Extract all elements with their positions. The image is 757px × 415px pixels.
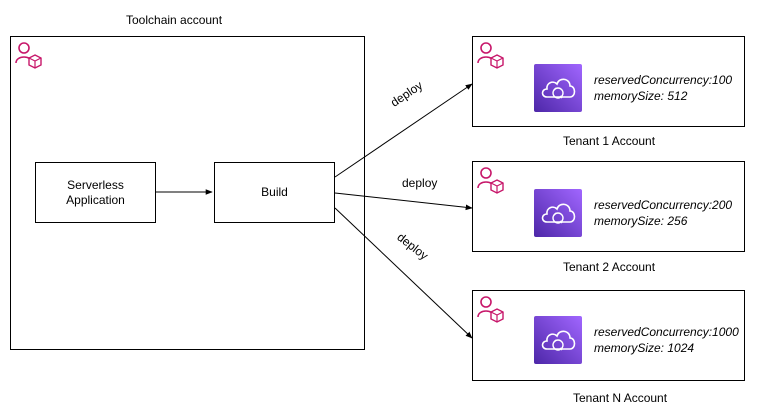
build-label: Build <box>261 185 288 199</box>
tenant-1-reserved-concurrency: reservedConcurrency:100 <box>594 73 733 87</box>
tenant-1-account-container: reservedConcurrency:100 memorySize: 512 <box>472 36 745 127</box>
arrow-build-to-tenant-2 <box>334 192 473 211</box>
arrow-build-to-tenant-n <box>334 207 473 339</box>
tenant-1-account-label: Tenant 1 Account <box>563 134 656 148</box>
tenant-1-config: reservedConcurrency:100 memorySize: 512 <box>594 72 732 104</box>
tenant-n-reserved-concurrency: reservedConcurrency:1000 <box>594 325 739 339</box>
arrow-build-to-tenant-1 <box>334 83 473 178</box>
toolchain-account-title: Toolchain account <box>126 13 223 27</box>
tenant-1-memory-size: memorySize: 512 <box>594 89 688 103</box>
tenant-2-account-container: reservedConcurrency:200 memorySize: 256 <box>472 161 745 252</box>
serverless-application-node[interactable]: Serverless Application <box>35 162 156 223</box>
account-icon <box>477 296 504 323</box>
tenant-2-account-label: Tenant 2 Account <box>563 260 656 274</box>
account-icon <box>477 42 504 69</box>
tenant-n-memory-size: memorySize: 1024 <box>594 341 695 355</box>
tenant-n-account-label: Tenant N Account <box>573 391 668 405</box>
tenant-n-config: reservedConcurrency:1000 memorySize: 102… <box>594 324 739 356</box>
lambda-service-icon <box>534 189 582 237</box>
lambda-service-icon <box>534 316 582 364</box>
account-icon <box>477 167 504 194</box>
tenant-2-reserved-concurrency: reservedConcurrency:200 <box>594 198 733 212</box>
tenant-n-account-container: reservedConcurrency:1000 memorySize: 102… <box>472 290 745 381</box>
serverless-application-label: Serverless Application <box>66 177 125 207</box>
build-node[interactable]: Build <box>214 162 335 223</box>
tenant-2-memory-size: memorySize: 256 <box>594 214 688 228</box>
account-icon <box>15 42 42 69</box>
tenant-2-config: reservedConcurrency:200 memorySize: 256 <box>594 197 732 229</box>
lambda-service-icon <box>534 64 582 112</box>
deploy-label-2: deploy <box>402 176 438 190</box>
